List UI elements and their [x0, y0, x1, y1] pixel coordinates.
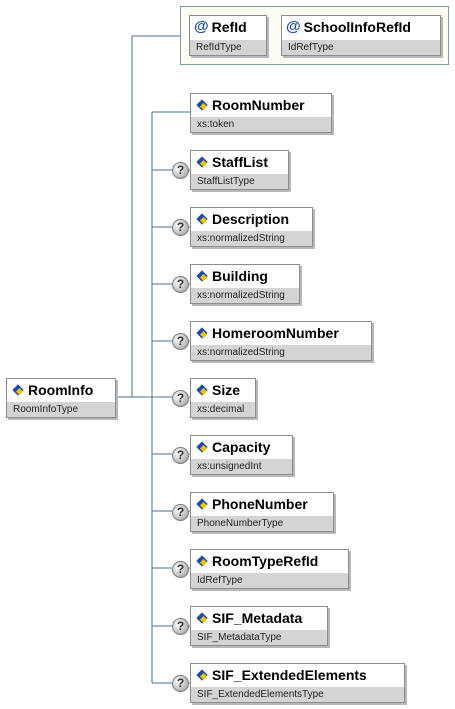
element-type: IdRefType	[191, 573, 348, 588]
element-name: PhoneNumber	[212, 496, 308, 512]
attribute-name: SchoolInfoRefId	[303, 19, 411, 35]
element-name: RoomTypeRefId	[212, 553, 319, 569]
root-element-roominfo[interactable]: RoomInfo RoomInfoType	[6, 378, 116, 418]
element-icon	[195, 668, 209, 682]
element-icon	[195, 497, 209, 511]
optional-icon: ?	[172, 561, 189, 578]
element-sif-metadata[interactable]: SIF_Metadata SIF_MetadataType	[190, 606, 328, 646]
attribute-refid[interactable]: @RefId RefIdType	[189, 15, 267, 56]
optional-icon: ?	[172, 276, 189, 293]
element-icon	[195, 554, 209, 568]
attribute-type: RefIdType	[190, 40, 266, 55]
element-name: SIF_Metadata	[212, 610, 303, 626]
element-type: xs:unsignedInt	[191, 459, 292, 474]
element-type: StaffListType	[191, 174, 288, 189]
element-icon	[195, 212, 209, 226]
element-icon	[195, 269, 209, 283]
element-type: xs:normalizedString	[191, 345, 371, 360]
element-type: xs:decimal	[191, 402, 255, 417]
element-type: xs:token	[191, 117, 331, 132]
element-type: PhoneNumberType	[191, 516, 333, 531]
optional-icon: ?	[172, 333, 189, 350]
element-capacity[interactable]: Capacity xs:unsignedInt	[190, 435, 293, 475]
element-name: Description	[212, 211, 290, 227]
optional-icon: ?	[172, 390, 189, 407]
element-name: Building	[212, 268, 268, 284]
attribute-icon: @	[194, 18, 209, 35]
element-name: RoomInfo	[28, 382, 94, 398]
optional-icon: ?	[172, 675, 189, 692]
element-sif-extendedelements[interactable]: SIF_ExtendedElements SIF_ExtendedElement…	[190, 663, 405, 703]
element-type: SIF_MetadataType	[191, 630, 327, 645]
element-name: Size	[212, 382, 241, 398]
element-building[interactable]: Building xs:normalizedString	[190, 264, 300, 304]
element-type: xs:normalizedString	[191, 288, 299, 303]
element-homeroomnumber[interactable]: HomeroomNumber xs:normalizedString	[190, 321, 372, 361]
attribute-icon: @	[286, 18, 301, 35]
element-icon	[195, 611, 209, 625]
element-type: RoomInfoType	[7, 402, 115, 417]
element-name: HomeroomNumber	[212, 325, 339, 341]
element-description[interactable]: Description xs:normalizedString	[190, 207, 313, 247]
optional-icon: ?	[172, 162, 189, 179]
element-type: xs:normalizedString	[191, 231, 312, 246]
attribute-name: RefId	[211, 19, 247, 35]
attribute-type: IdRefType	[282, 40, 440, 55]
optional-icon: ?	[172, 219, 189, 236]
element-name: StaffList	[212, 154, 268, 170]
element-name: Capacity	[212, 439, 271, 455]
element-icon	[195, 155, 209, 169]
element-icon	[11, 383, 25, 397]
attribute-schoolinforefid[interactable]: @SchoolInfoRefId IdRefType	[281, 15, 441, 56]
element-phonenumber[interactable]: PhoneNumber PhoneNumberType	[190, 492, 334, 532]
element-name: RoomNumber	[212, 97, 305, 113]
element-icon	[195, 440, 209, 454]
element-type: SIF_ExtendedElementsType	[191, 687, 404, 702]
element-size[interactable]: Size xs:decimal	[190, 378, 256, 418]
optional-icon: ?	[172, 504, 189, 521]
element-icon	[195, 98, 209, 112]
element-stafflist[interactable]: StaffList StaffListType	[190, 150, 289, 190]
element-name: SIF_ExtendedElements	[212, 667, 367, 683]
element-icon	[195, 326, 209, 340]
element-roomtyperefid[interactable]: RoomTypeRefId IdRefType	[190, 549, 349, 589]
optional-icon: ?	[172, 447, 189, 464]
element-roomnumber[interactable]: RoomNumber xs:token	[190, 93, 332, 133]
optional-icon: ?	[172, 618, 189, 635]
element-icon	[195, 383, 209, 397]
attribute-group: @RefId RefIdType @SchoolInfoRefId IdRefT…	[180, 6, 449, 65]
